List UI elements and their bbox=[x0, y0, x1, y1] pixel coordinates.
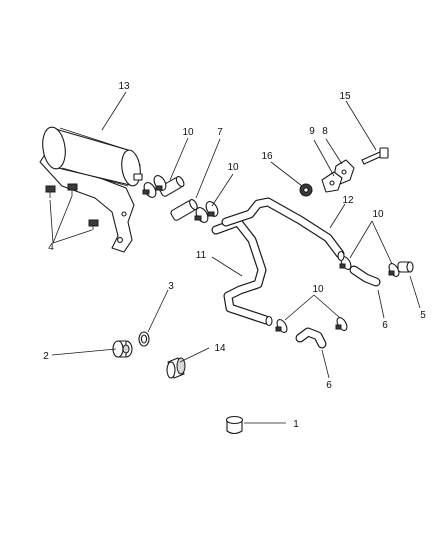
callout-1: 1 bbox=[293, 419, 299, 430]
hose-clamp bbox=[205, 201, 219, 217]
hose-clamp bbox=[388, 263, 400, 277]
hose-part-12 bbox=[221, 197, 345, 262]
bracket-hole bbox=[117, 237, 123, 243]
callouts: 13 4 10 7 10 11 12 10 10 6 6 5 9 8 16 15… bbox=[43, 81, 426, 430]
callout-6: 6 bbox=[326, 380, 332, 391]
bracket-part-9 bbox=[321, 171, 343, 193]
cap-part-1 bbox=[225, 415, 244, 435]
hose-clamp bbox=[153, 175, 167, 191]
connector-tubes bbox=[158, 176, 198, 221]
callout-3: 3 bbox=[168, 281, 174, 292]
bolt-part-4 bbox=[45, 185, 56, 198]
callout-5: 5 bbox=[420, 310, 426, 321]
bolt-part-4 bbox=[88, 219, 99, 230]
bolt-part-15 bbox=[361, 147, 389, 165]
hose-clamp bbox=[335, 317, 348, 331]
callout-10: 10 bbox=[372, 209, 384, 220]
callout-13: 13 bbox=[118, 81, 130, 92]
callout-8: 8 bbox=[322, 126, 328, 137]
hose-clamp bbox=[142, 182, 157, 198]
grommet-part-16 bbox=[299, 183, 313, 197]
hose-clamp bbox=[194, 207, 209, 223]
callout-10: 10 bbox=[312, 284, 324, 295]
hose-part-11 bbox=[211, 217, 273, 327]
canister-assembly bbox=[39, 126, 143, 253]
callout-16: 16 bbox=[261, 151, 273, 162]
callout-9: 9 bbox=[309, 126, 315, 137]
canister-end-cap bbox=[42, 126, 66, 170]
callout-6: 6 bbox=[382, 320, 388, 331]
callout-2: 2 bbox=[43, 351, 49, 362]
callout-11: 11 bbox=[196, 250, 207, 261]
plug-part-2 bbox=[112, 340, 133, 358]
bolt-part-4 bbox=[67, 183, 78, 196]
hose-clamp bbox=[275, 319, 288, 333]
callout-7: 7 bbox=[217, 127, 223, 138]
callout-12: 12 bbox=[342, 195, 354, 206]
fitting-part-5 bbox=[397, 261, 414, 273]
sleeve-part-14 bbox=[166, 357, 186, 379]
elbow-hose bbox=[295, 327, 327, 349]
canister-nozzle bbox=[133, 173, 143, 181]
elbow-hose bbox=[349, 265, 381, 287]
callout-10: 10 bbox=[227, 162, 239, 173]
bracket-hole bbox=[121, 211, 127, 217]
callout-15: 15 bbox=[339, 91, 351, 102]
callout-14: 14 bbox=[214, 343, 226, 354]
callout-4: 4 bbox=[48, 242, 54, 253]
callout-10: 10 bbox=[182, 127, 194, 138]
leader-lines bbox=[49, 91, 421, 424]
o-ring-part-3 bbox=[138, 331, 150, 347]
